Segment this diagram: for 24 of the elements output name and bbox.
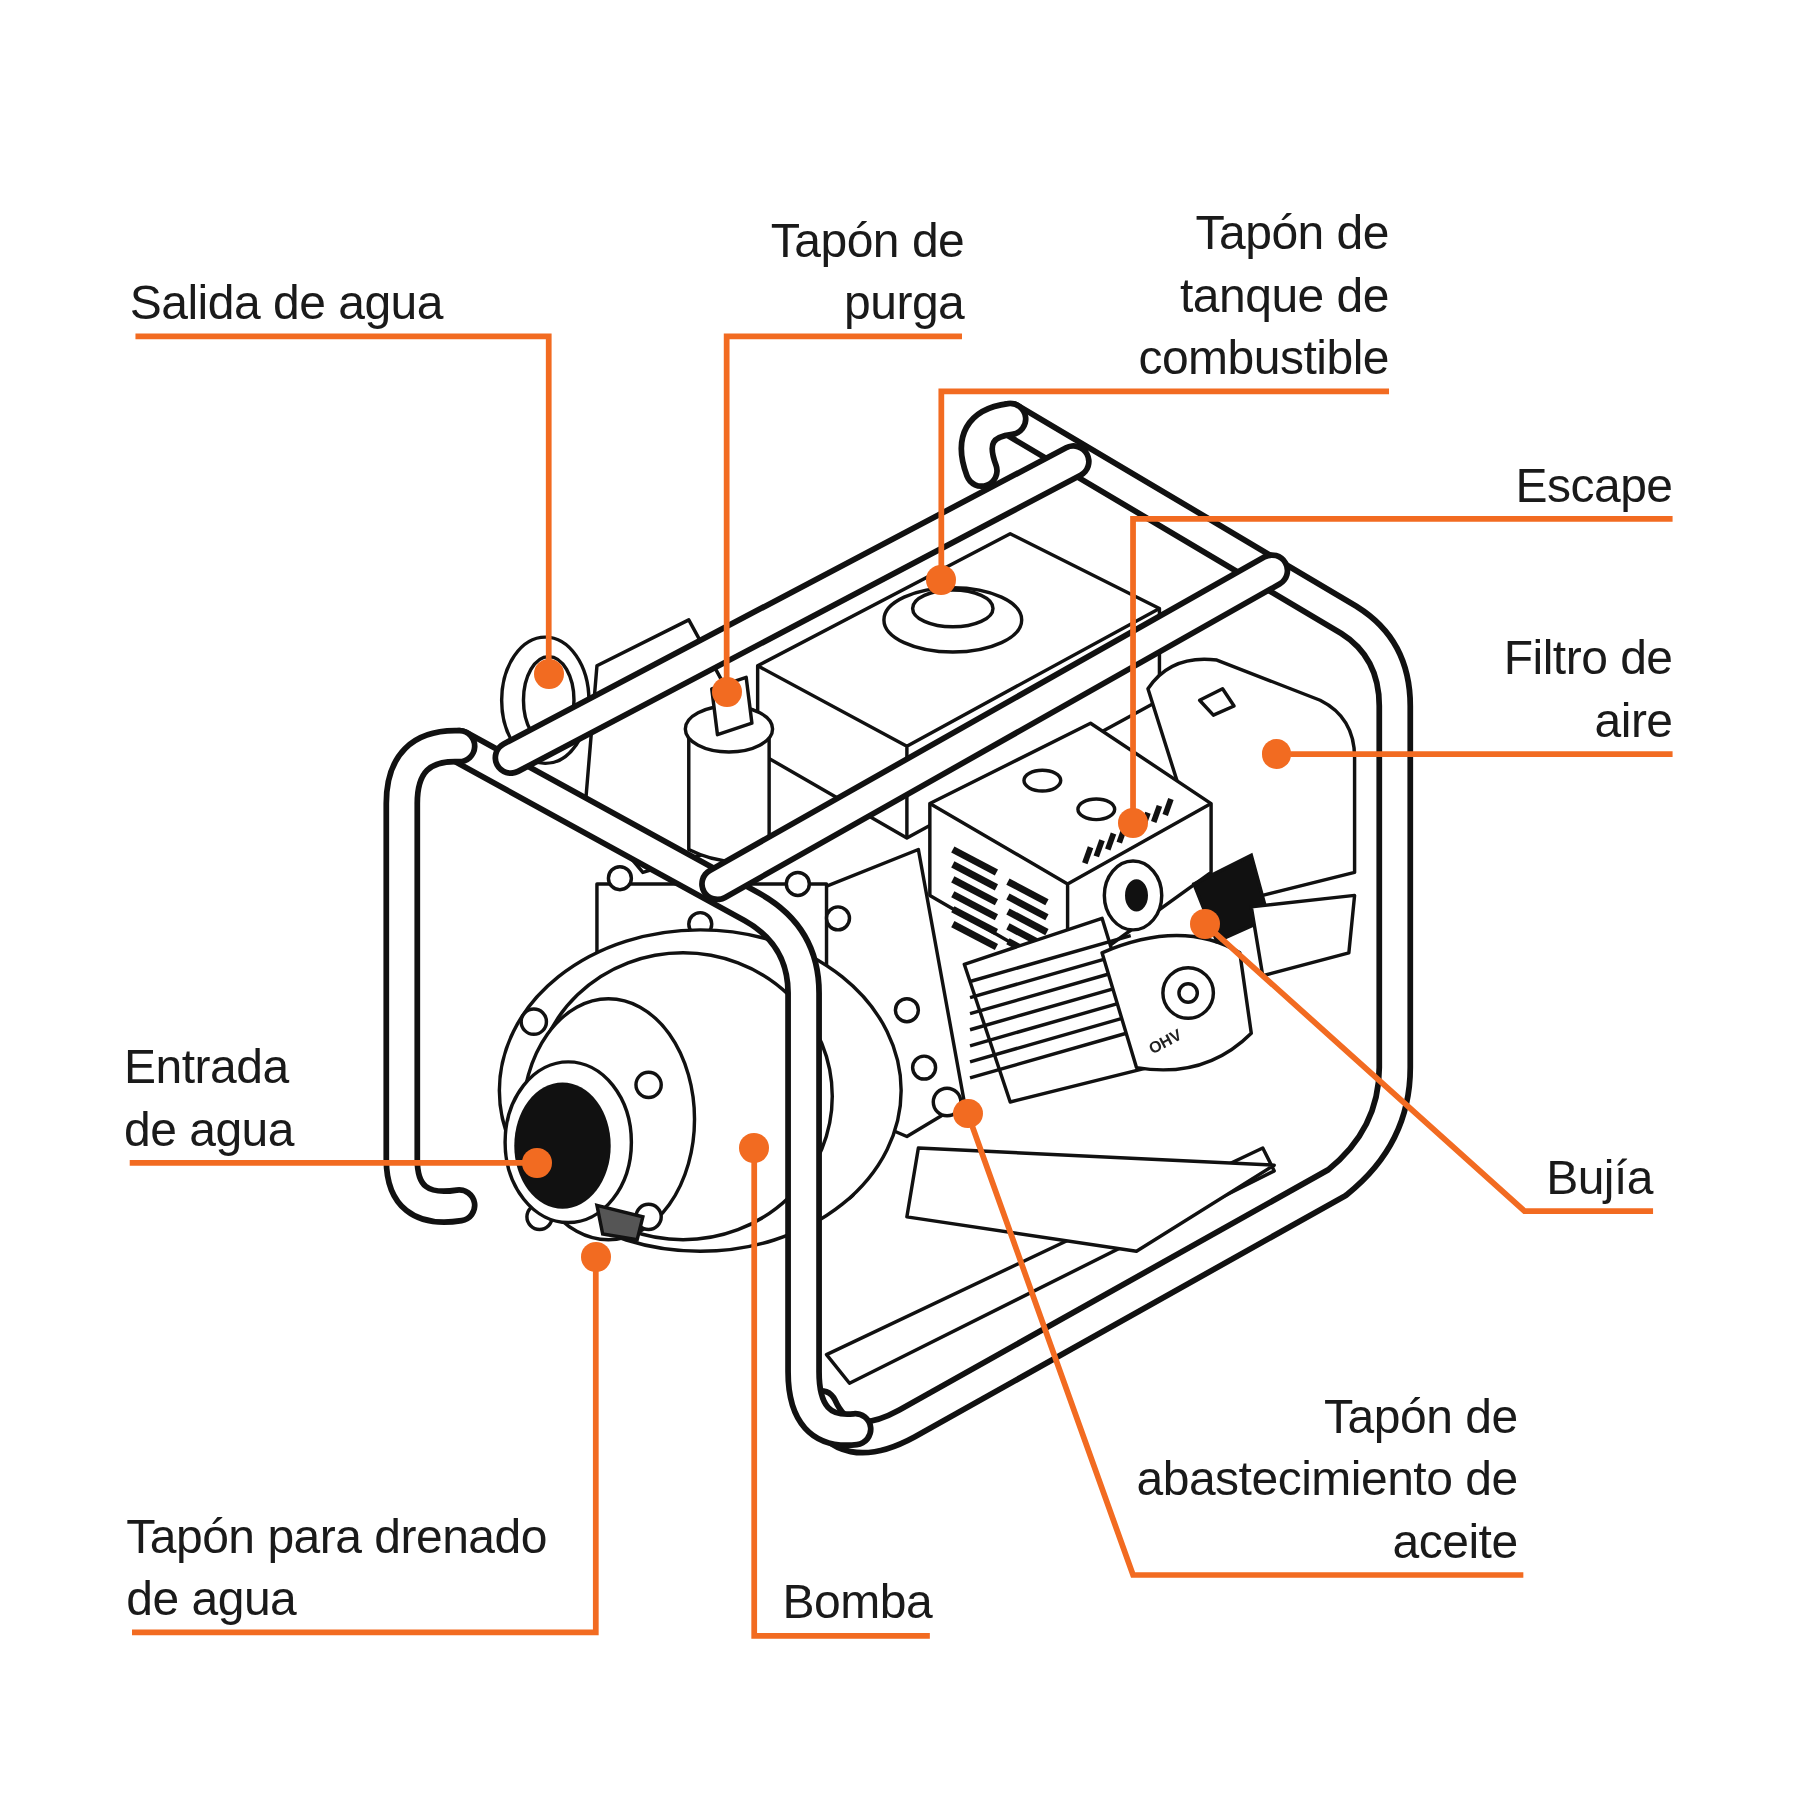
callout-label: Bujía bbox=[1480, 1146, 1654, 1210]
callout-label: Tapón para drenado de agua bbox=[126, 1505, 563, 1631]
engine-marking: OHV bbox=[1145, 1026, 1185, 1059]
leader-line bbox=[1290, 751, 1673, 758]
callout-label: Bomba bbox=[737, 1571, 933, 1634]
leader-line bbox=[723, 333, 962, 679]
callout-dot bbox=[952, 1098, 983, 1129]
leader-line bbox=[1213, 931, 1654, 1214]
callout-dot bbox=[1190, 909, 1221, 939]
leader-line bbox=[129, 1160, 524, 1166]
leader-line bbox=[938, 388, 1390, 566]
leader-line bbox=[1130, 516, 1673, 810]
callout-label: Entrada de agua bbox=[123, 1036, 354, 1161]
callout-label: Escape bbox=[1443, 454, 1673, 517]
callout-label: Filtro de aire bbox=[1471, 627, 1673, 753]
leader-line bbox=[132, 1270, 599, 1636]
callout-label: Salida de agua bbox=[129, 271, 543, 335]
callout-label: Tapón de purga bbox=[711, 209, 965, 335]
leader-line bbox=[969, 1125, 1524, 1578]
callout-label: Tapón de tanque de combustible bbox=[1067, 202, 1389, 390]
callout-label: Tapón de abastecimiento de aceite bbox=[1115, 1385, 1518, 1573]
leader-line bbox=[135, 333, 552, 661]
callout-dot bbox=[580, 1242, 611, 1272]
leader-line bbox=[751, 1161, 930, 1639]
